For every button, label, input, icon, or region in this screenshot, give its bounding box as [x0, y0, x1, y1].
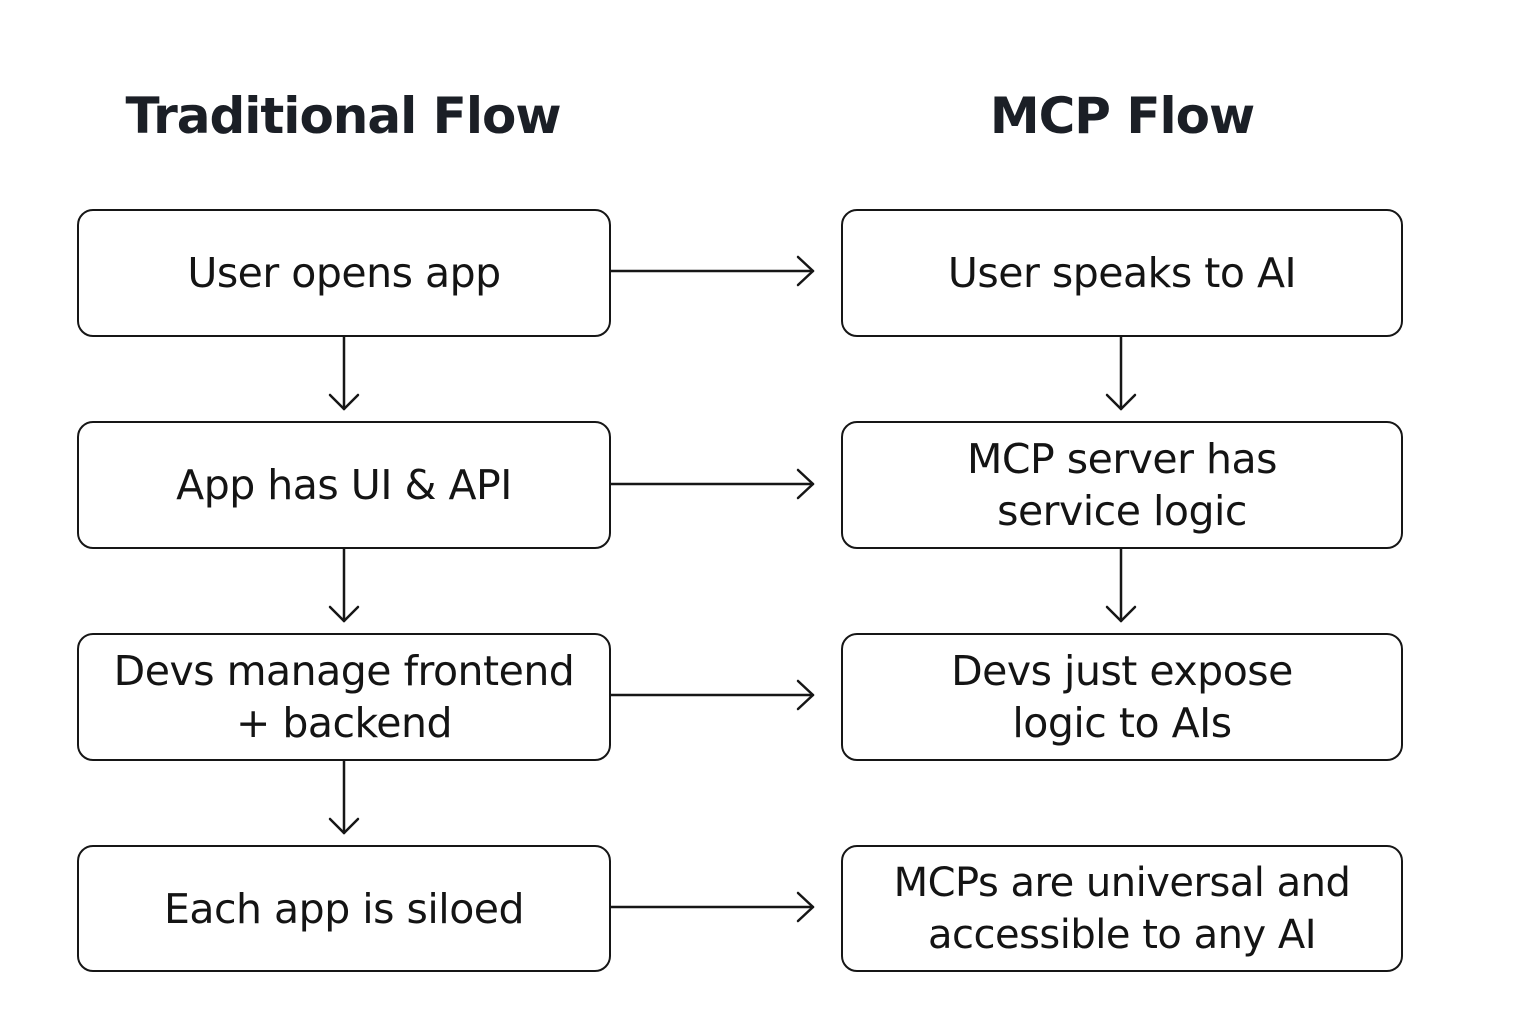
mcp-flow-heading: MCP Flow — [989, 87, 1255, 145]
step-text-line: MCPs are universal and — [893, 859, 1351, 906]
step-text-line: App has UI & API — [176, 461, 512, 509]
traditional-step-user-opens-app: User opens app — [77, 209, 611, 337]
step-text-line: MCP server has — [966, 435, 1278, 483]
mcp-step-server-logic: MCP server has service logic — [841, 421, 1403, 549]
mcp-step-user-speaks: User speaks to AI — [841, 209, 1403, 337]
step-text-line: Devs just expose — [951, 647, 1293, 695]
down-arrow-left-2 — [328, 547, 360, 623]
mcp-step-universal: MCPs are universal and accessible to any… — [841, 845, 1403, 972]
right-arrow-row-1 — [609, 255, 815, 287]
right-arrow-row-3 — [609, 679, 815, 711]
down-arrow-right-1 — [1105, 335, 1137, 411]
down-arrow-right-2 — [1105, 547, 1137, 623]
traditional-step-devs-manage: Devs manage frontend + backend — [77, 633, 611, 761]
down-arrow-left-1 — [328, 335, 360, 411]
step-text-line: Devs manage frontend — [113, 647, 575, 695]
traditional-flow-heading: Traditional Flow — [125, 87, 561, 145]
mcp-step-devs-expose: Devs just expose logic to AIs — [841, 633, 1403, 761]
step-text-line: + backend — [235, 699, 453, 747]
step-text-line: User opens app — [187, 249, 501, 297]
traditional-step-app-ui-api: App has UI & API — [77, 421, 611, 549]
step-text-line: service logic — [997, 487, 1247, 535]
right-arrow-row-2 — [609, 468, 815, 500]
step-text-line: accessible to any AI — [927, 911, 1317, 958]
traditional-step-app-siloed: Each app is siloed — [77, 845, 611, 972]
down-arrow-left-3 — [328, 759, 360, 835]
step-text-line: User speaks to AI — [947, 249, 1297, 297]
right-arrow-row-4 — [609, 891, 815, 923]
step-text-line: logic to AIs — [1012, 699, 1232, 747]
step-text-line: Each app is siloed — [163, 884, 525, 933]
